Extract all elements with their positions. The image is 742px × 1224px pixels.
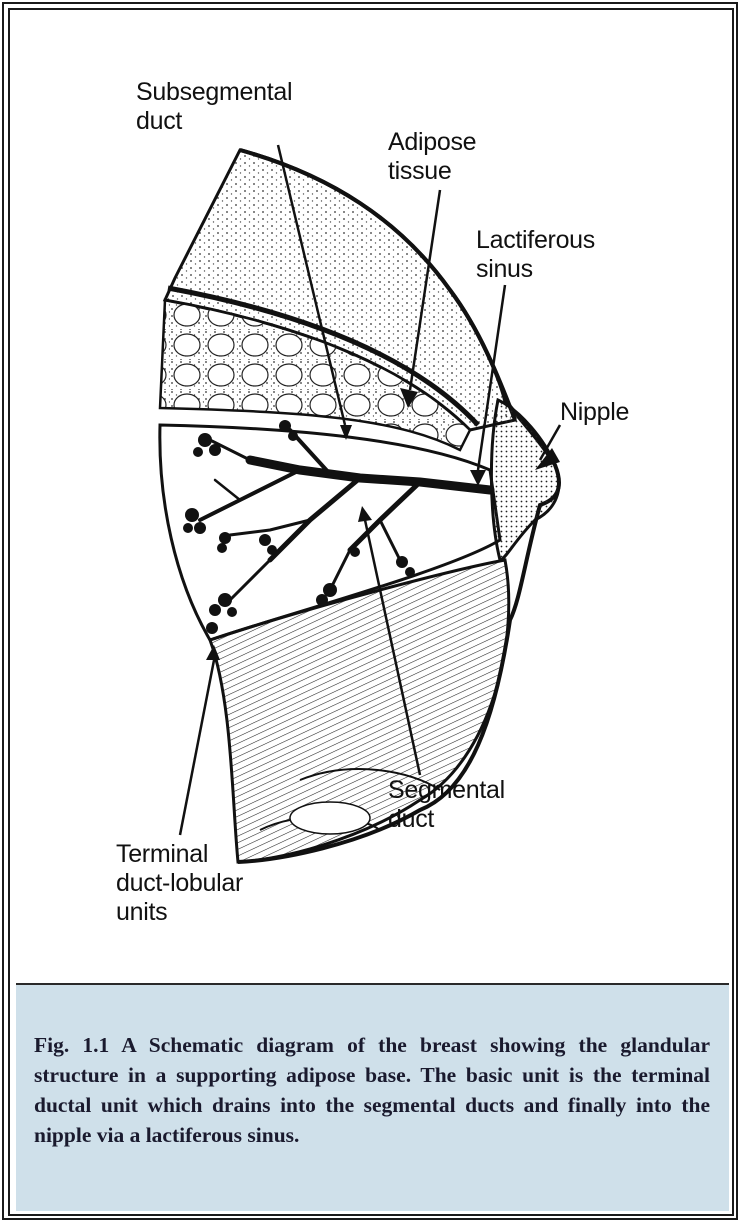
label-adipose-tissue: Adipose tissue <box>388 128 476 186</box>
label-lactiferous-sinus: Lactiferous sinus <box>476 226 595 284</box>
breast-diagram <box>0 0 742 980</box>
label-segmental-duct: Segmental duct <box>388 776 505 834</box>
label-subsegmental-duct: Subsegmental duct <box>136 78 292 136</box>
label-nipple: Nipple <box>560 398 629 427</box>
caption-box: Fig. 1.1 A Schematic diagram of the brea… <box>16 983 729 1211</box>
nipple <box>491 400 558 560</box>
label-terminal-units: Terminal duct-lobular units <box>116 840 243 927</box>
figure-caption: Fig. 1.1 A Schematic diagram of the brea… <box>34 1030 710 1150</box>
